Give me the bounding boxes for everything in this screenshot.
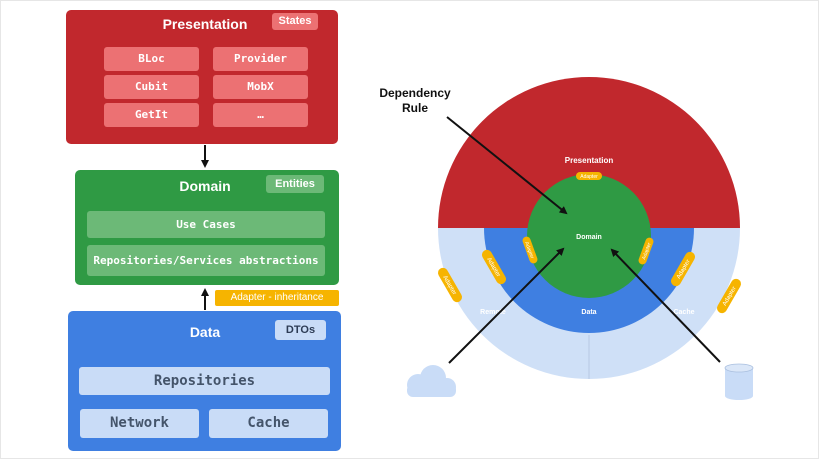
states-tag: States <box>272 13 318 30</box>
cubit-chip: Cubit <box>104 75 199 99</box>
dtos-tag: DTOs <box>275 320 326 340</box>
onion-domain-label: Domain <box>576 234 602 241</box>
onion-presentation-label: Presentation <box>565 156 614 165</box>
presentation-title: Presentation <box>162 16 248 32</box>
use-cases-chip: Use Cases <box>87 211 325 238</box>
abstractions-chip: Repositories/Services abstractions <box>87 245 325 276</box>
onion-remote-label: Remote <box>480 309 506 316</box>
cache-chip: Cache <box>209 409 328 438</box>
repositories-chip: Repositories <box>79 367 330 395</box>
entities-tag: Entities <box>266 175 324 193</box>
database-to-domain-arrow <box>610 248 721 363</box>
adapter-tag-top: Adapter <box>576 172 602 180</box>
network-chip: Network <box>80 409 199 438</box>
dependency-rule-label-line1: Dependency <box>379 86 451 100</box>
svg-text:Adapter: Adapter <box>523 241 535 260</box>
database-icon <box>724 363 754 400</box>
onion-data-label: Data <box>581 309 596 316</box>
bloc-chip: BLoc <box>104 47 199 71</box>
svg-text:Adapter: Adapter <box>580 174 598 180</box>
data-title: Data <box>189 324 221 340</box>
presentation-ring <box>438 77 740 228</box>
provider-chip: Provider <box>213 47 308 71</box>
mobx-chip: MobX <box>213 75 308 99</box>
cloud-to-domain-arrow <box>448 247 565 364</box>
cloud-icon <box>407 365 456 397</box>
getit-chip: GetIt <box>104 103 199 127</box>
svg-text:Adapter: Adapter <box>641 242 653 261</box>
domain-core <box>527 174 651 298</box>
dependency-rule-arrow <box>446 116 568 215</box>
adapter-tag-inner-left: Adapter <box>522 236 538 264</box>
adapter-inheritance-tag: Adapter - inheritance <box>215 290 339 306</box>
dependency-rule-label-line2: Rule <box>402 101 428 115</box>
onion-cache-label: Cache <box>673 309 694 316</box>
adapter-tag-inner-right: Adapter <box>638 237 654 265</box>
ellipsis-chip: … <box>213 103 308 127</box>
domain-title: Domain <box>179 178 231 194</box>
